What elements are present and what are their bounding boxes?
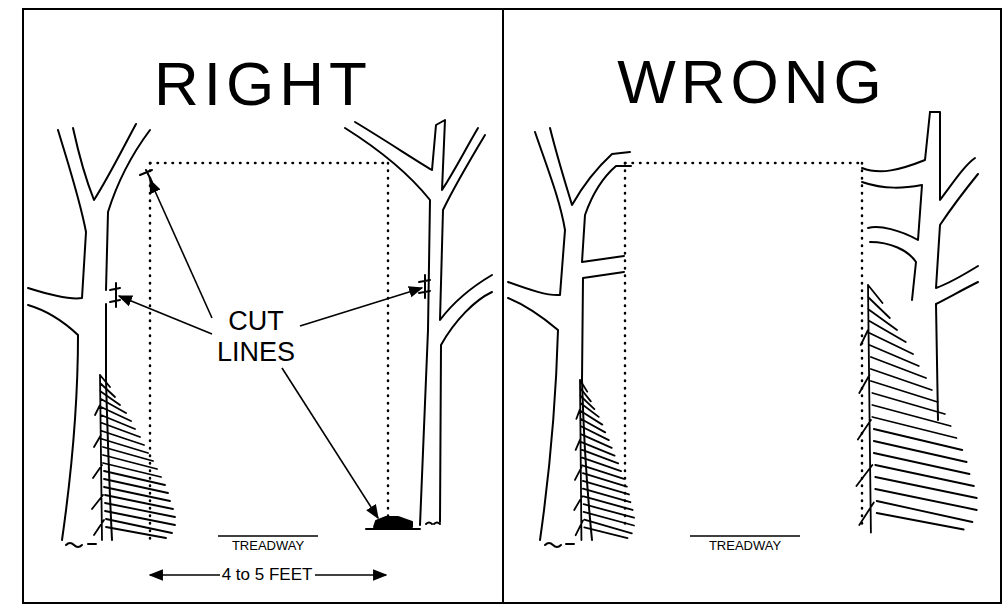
shrub <box>92 375 175 540</box>
tree <box>345 120 492 529</box>
leader-lines <box>119 180 422 575</box>
tree-trunk <box>508 132 565 295</box>
tree-branch <box>862 182 922 240</box>
tree-trunk <box>930 112 975 200</box>
leader-arrow <box>150 180 212 318</box>
tree-branch <box>440 135 492 320</box>
tree-branch <box>936 174 978 420</box>
tree-trunk <box>862 112 930 171</box>
leader-arrow <box>119 296 212 334</box>
tree-trunk <box>28 130 86 298</box>
ground-mark <box>66 543 96 547</box>
dotted-line <box>149 163 152 540</box>
tree-trunk <box>345 128 430 525</box>
tree-branch <box>550 128 630 205</box>
panel-heading: WRONG <box>504 46 1000 117</box>
tree <box>856 112 978 533</box>
dimension-label: 4 to 5 FEET <box>222 565 313 585</box>
leader-arrow <box>282 368 378 518</box>
dimension-arrow <box>150 574 220 576</box>
cut-mark <box>110 283 120 307</box>
tree-branch <box>355 120 478 190</box>
treadway-line <box>690 535 800 537</box>
tree-trunk <box>440 292 492 522</box>
ground-line <box>366 523 440 530</box>
dotted-line <box>387 163 390 525</box>
callout-label: CUT LINES <box>206 306 306 368</box>
shrub <box>856 285 976 533</box>
diagram-panel: WRONG <box>502 8 1002 604</box>
panel-heading: RIGHT <box>24 48 502 119</box>
dotted-line <box>150 162 388 165</box>
dotted-line <box>625 162 862 165</box>
dotted-line <box>861 163 864 530</box>
shrub <box>574 380 634 540</box>
ground-label: TREADWAY <box>232 539 304 554</box>
tree-trunk <box>28 305 78 540</box>
dotted-line <box>624 163 627 530</box>
clearing-outline <box>625 163 862 530</box>
tree-branch <box>106 130 150 540</box>
leader-arrow <box>300 288 422 326</box>
tree-trunk <box>508 298 558 540</box>
cut-mark <box>419 275 430 298</box>
ground-label: TREADWAY <box>709 539 781 554</box>
treadway-line <box>218 535 318 537</box>
stump <box>374 517 412 527</box>
tree <box>508 128 634 547</box>
tree <box>28 124 175 547</box>
tree-branch <box>870 242 916 300</box>
cut-mark <box>140 170 152 182</box>
clearing-outline <box>150 163 388 540</box>
tree-branch <box>73 124 136 200</box>
dimension-arrow <box>315 574 386 576</box>
ground-mark <box>545 543 574 547</box>
tree-branch <box>582 166 631 540</box>
